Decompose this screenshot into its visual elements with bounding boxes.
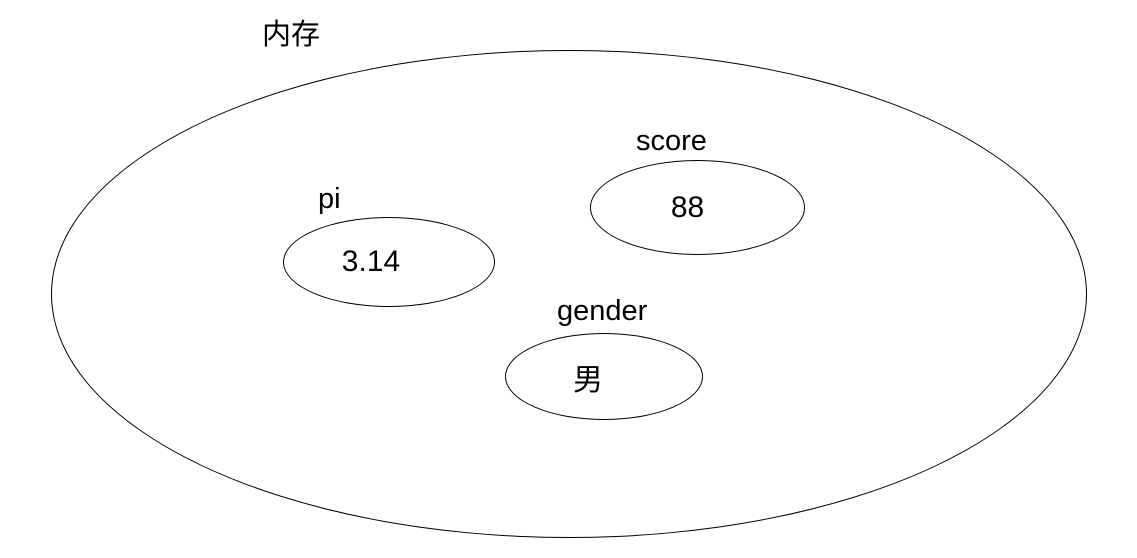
variable-label-pi: pi xyxy=(318,183,341,215)
variable-value-score: 88 xyxy=(670,190,705,224)
variable-value-gender: 男 xyxy=(573,363,603,397)
variable-value-pi: 3.14 xyxy=(341,245,401,278)
memory-container-ellipse xyxy=(51,50,1087,538)
variable-ellipse-score: 88 xyxy=(590,160,805,255)
variable-label-gender: gender xyxy=(557,295,648,327)
memory-container-label: 内存 xyxy=(262,19,321,51)
variable-label-score: score xyxy=(636,125,707,157)
variable-ellipse-gender: 男 xyxy=(505,333,703,420)
variable-ellipse-pi: 3.14 xyxy=(283,217,495,307)
